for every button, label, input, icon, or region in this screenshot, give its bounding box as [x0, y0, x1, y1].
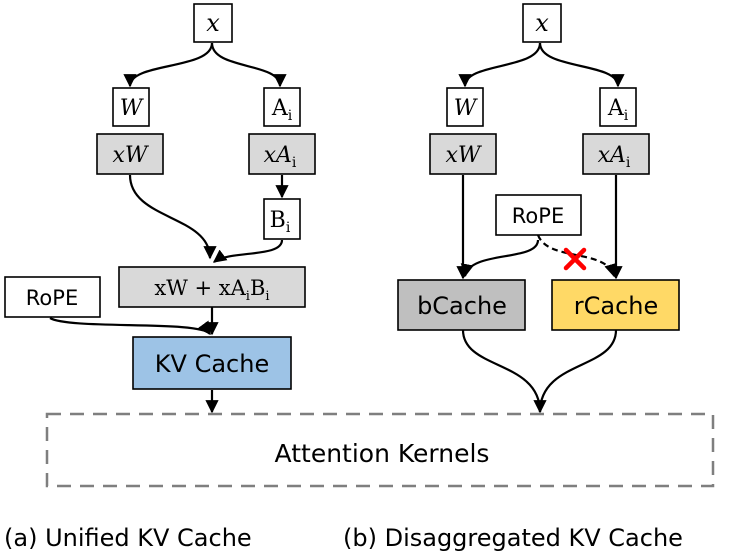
proj-xa-label-left: xAi: [264, 143, 297, 171]
adapter-a-label-left: Ai: [271, 96, 293, 124]
rcache-label: rCache: [574, 292, 659, 320]
proj-xa-label-right: xAi: [598, 143, 631, 171]
rope-label-left: RoPE: [26, 286, 78, 310]
blocked-cross-icon: [563, 247, 587, 271]
edge-rope-to-bcache: [460, 239, 540, 278]
weight-w-box-right: [446, 87, 484, 127]
edge-x-to-a-right: [538, 42, 625, 88]
edge-b-to-sum: [212, 239, 284, 263]
adapter-a-box-right: [599, 87, 637, 127]
edge-bcache-to-attention: [461, 329, 547, 414]
rope-label-right: RoPE: [512, 204, 564, 228]
edge-rcache-to-attention: [538, 329, 618, 413]
bcache-box: [397, 279, 526, 331]
sum-box: [118, 266, 306, 308]
proj-xa-box-left: [248, 133, 316, 175]
input-x-box-left: [193, 3, 233, 43]
weight-w-label-left: W: [120, 96, 145, 121]
input-x-box-right: [522, 3, 562, 43]
weight-w-box-left: [112, 87, 150, 127]
kv-cache-label: KV Cache: [155, 350, 269, 378]
edge-x-to-a-left: [210, 42, 287, 88]
proj-xa-box-right: [582, 133, 650, 175]
sum-label: xW + xAiBi: [154, 276, 269, 304]
proj-xw-label-right: xW: [445, 143, 482, 168]
rope-box-left: [4, 276, 101, 318]
rcache-box: [551, 279, 680, 331]
unified-panel: x W Ai xW xAi Bi xW + xAiBi RoPE KV Cach…: [4, 3, 316, 414]
edge-xw-to-sum: [128, 174, 217, 260]
disaggregated-panel: x W Ai xW xAi RoPE bCache rCache: [397, 3, 680, 414]
bcache-label: bCache: [417, 292, 507, 320]
attention-kernels-box: [45, 412, 715, 488]
input-x-label-left: x: [206, 9, 220, 37]
b-label-left: Bi: [270, 208, 291, 236]
proj-xw-label-left: xW: [112, 143, 149, 168]
caption-disaggregated: (b) Disaggregated KV Cache: [343, 524, 683, 552]
edge-rope-to-kv: [49, 317, 211, 336]
proj-xw-box-right: [429, 133, 497, 175]
attention-kernels-label: Attention Kernels: [275, 439, 490, 468]
input-x-label-right: x: [535, 9, 549, 37]
edge-x-to-w-left: [123, 42, 214, 88]
rope-box-right: [495, 194, 582, 236]
b-box-left: [263, 198, 301, 240]
edge-x-to-w-right: [458, 42, 542, 88]
adapter-a-label-right: Ai: [607, 96, 629, 124]
adapter-a-box-left: [263, 87, 301, 127]
caption-unified: (a) Unified KV Cache: [4, 524, 252, 552]
weight-w-label-right: W: [454, 96, 479, 121]
proj-xw-box-left: [96, 133, 164, 175]
kv-cache-box: [132, 336, 292, 390]
